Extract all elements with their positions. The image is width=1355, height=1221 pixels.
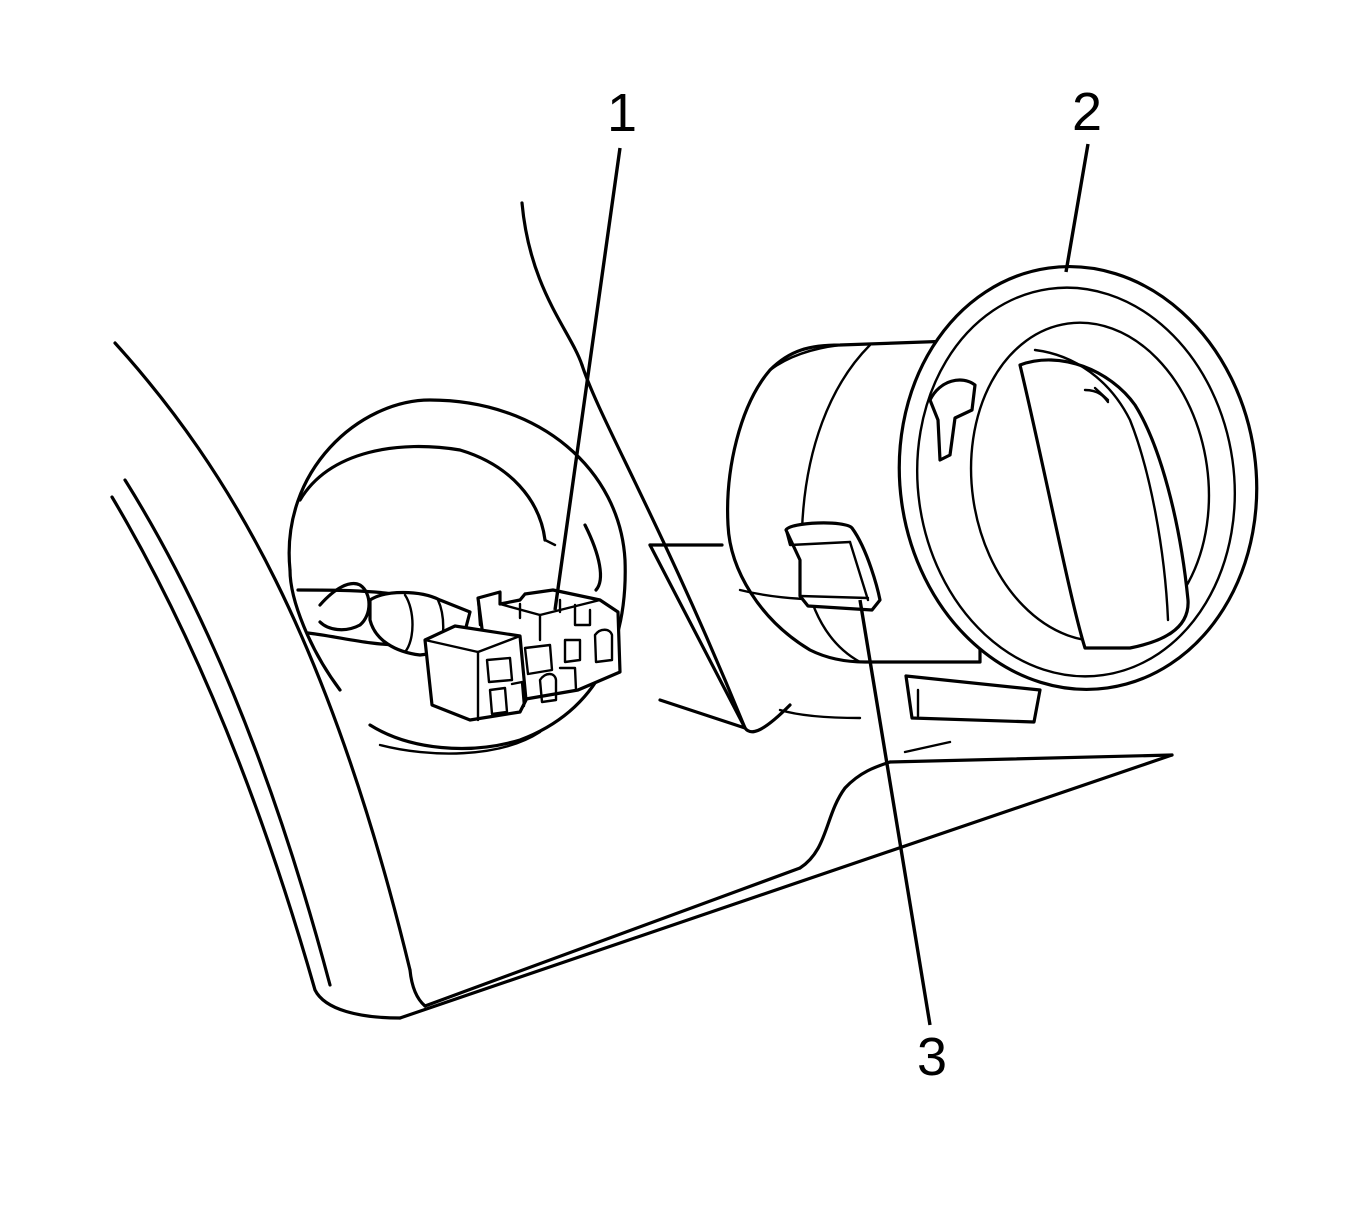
headlamp-switch — [726, 265, 1259, 724]
leader-line-1 — [553, 147, 622, 611]
switch-opening — [287, 398, 627, 755]
callout-3: 3 — [917, 1027, 947, 1087]
leader-lines — [553, 143, 1090, 1026]
callout-1: 1 — [607, 83, 637, 143]
leader-line-3 — [858, 599, 932, 1026]
instrument-panel — [110, 201, 1174, 1020]
electrical-connector — [423, 588, 622, 722]
leader-line-2 — [1064, 143, 1090, 273]
callout-2: 2 — [1072, 82, 1102, 142]
